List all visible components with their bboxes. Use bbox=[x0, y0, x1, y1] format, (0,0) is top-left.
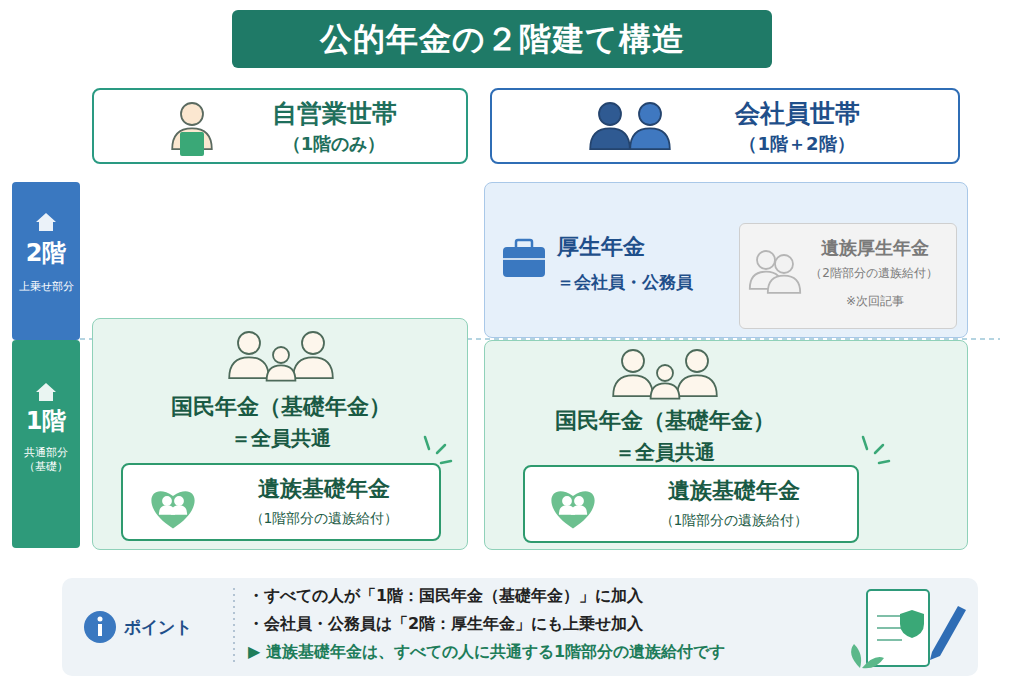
benefit-box: 遺族基礎年金 （1階部分の遺族給付） bbox=[121, 463, 441, 541]
node-heading: 遺族厚生年金 bbox=[800, 236, 950, 259]
person-head bbox=[163, 497, 171, 505]
sparkle-line bbox=[875, 445, 883, 453]
node-text: ※次回記事 bbox=[800, 294, 950, 310]
person-body bbox=[630, 128, 670, 149]
person-body bbox=[267, 365, 296, 380]
pension-panel: 厚生年金 ＝会社員・公務員 遺族厚生年金 （2階部分の遺族給付） ※次回記事 bbox=[484, 182, 968, 338]
node-heading: 1階 bbox=[14, 406, 78, 437]
node-text: （1階のみ） bbox=[224, 132, 444, 155]
person-head bbox=[757, 251, 775, 269]
sparkle-line bbox=[425, 437, 429, 449]
sparkle-line bbox=[879, 461, 889, 463]
node-text: （1階部分の遺族給付） bbox=[215, 509, 433, 527]
person-body bbox=[229, 357, 269, 378]
node-text: （1階部分の遺族給付） bbox=[617, 511, 851, 529]
person-head bbox=[686, 350, 708, 372]
divider bbox=[233, 588, 235, 666]
pen bbox=[930, 606, 966, 660]
sparkle-line bbox=[437, 445, 445, 453]
heart-icon bbox=[551, 491, 594, 528]
node-text: ▶ 遺族基礎年金は、すべての人に共通する1階部分の遺族給付です bbox=[248, 642, 858, 663]
benefit-box: 遺族基礎年金 （1階部分の遺族給付） bbox=[523, 465, 859, 543]
person-head bbox=[775, 255, 793, 273]
document-line bbox=[877, 639, 902, 641]
node-text: ・会社員・公務員は「2階：厚生年金」にも上乗せ加入 bbox=[248, 614, 848, 635]
person-body bbox=[293, 357, 333, 378]
person-body bbox=[677, 375, 717, 396]
household-header: 自営業世帯（1階のみ） bbox=[92, 88, 468, 164]
node-text: ＝全員共通 bbox=[525, 439, 805, 465]
person-head bbox=[622, 350, 644, 372]
node-heading: 国民年金（基礎年金） bbox=[525, 407, 805, 436]
leaves bbox=[851, 644, 884, 668]
house-icon bbox=[36, 213, 56, 231]
info-icon bbox=[84, 611, 116, 643]
person-head bbox=[175, 497, 183, 505]
apron bbox=[180, 132, 204, 156]
document-line bbox=[877, 615, 902, 617]
person-head bbox=[563, 497, 571, 505]
node-heading: 自営業世帯 bbox=[224, 98, 444, 131]
person-head bbox=[599, 103, 621, 125]
person-head bbox=[181, 103, 203, 125]
title-banner: 公的年金の２階建て構造 bbox=[232, 10, 772, 68]
person-head bbox=[273, 347, 289, 363]
icon-layer bbox=[492, 90, 962, 166]
node-heading: 2階 bbox=[14, 238, 78, 269]
sparkle-line bbox=[441, 461, 451, 463]
person-body bbox=[651, 383, 680, 398]
person-head bbox=[302, 332, 324, 354]
node-text: 上乗せ部分 bbox=[14, 280, 78, 294]
floor-tab: 2階上乗せ部分 bbox=[12, 182, 80, 340]
shield bbox=[900, 610, 924, 638]
icon-layer bbox=[12, 340, 80, 548]
person-body bbox=[613, 375, 653, 396]
house-icon bbox=[36, 383, 56, 401]
info-bar bbox=[98, 624, 102, 636]
node-text: （1階＋2階） bbox=[682, 132, 912, 155]
document-line bbox=[877, 627, 902, 629]
floor-tab: 1階共通部分（基礎） bbox=[12, 340, 80, 548]
node-text: ＝会社員・公務員 bbox=[557, 271, 735, 293]
benefit-box: 遺族厚生年金 （2階部分の遺族給付） ※次回記事 bbox=[739, 223, 957, 329]
briefcase bbox=[503, 247, 545, 277]
node-text: ＝全員共通 bbox=[103, 425, 459, 451]
node-heading: 遺族基礎年金 bbox=[617, 477, 851, 506]
person-body bbox=[768, 276, 800, 293]
person-body bbox=[172, 506, 186, 514]
heart-icon bbox=[151, 491, 194, 528]
person-head bbox=[238, 332, 260, 354]
household-header: 会社員世帯（1階＋2階） bbox=[490, 88, 960, 164]
briefcase-handle bbox=[516, 240, 532, 249]
person-body bbox=[590, 128, 630, 149]
node-text: ・すべての人が「1階：国民年金（基礎年金）」に加入 bbox=[248, 586, 848, 607]
person-body bbox=[572, 506, 586, 514]
sparkle-line bbox=[863, 437, 867, 449]
node-heading: 国民年金（基礎年金） bbox=[103, 393, 459, 422]
point-box: ポイント ・すべての人が「1階：国民年金（基礎年金）」に加入・会社員・公務員は「2… bbox=[62, 578, 978, 676]
node-heading: ポイント bbox=[124, 616, 224, 638]
pension-panel: 国民年金（基礎年金） ＝全員共通遺族基礎年金 （1階部分の遺族給付） bbox=[484, 340, 968, 550]
node-heading: 厚生年金 bbox=[557, 233, 727, 262]
document-icon bbox=[867, 590, 929, 666]
briefcase-line bbox=[503, 258, 545, 260]
info-dot bbox=[98, 617, 103, 622]
node-heading: 遺族基礎年金 bbox=[215, 475, 433, 504]
pension-panel: 国民年金（基礎年金） ＝全員共通遺族基礎年金 （1階部分の遺族給付） bbox=[92, 318, 468, 550]
node-text: 共通部分（基礎） bbox=[21, 446, 71, 475]
node-heading: 会社員世帯 bbox=[682, 98, 912, 131]
person-head bbox=[657, 365, 673, 381]
person-head bbox=[575, 497, 583, 505]
person-head bbox=[639, 103, 661, 125]
node-text: （2階部分の遺族給付） bbox=[796, 266, 952, 282]
